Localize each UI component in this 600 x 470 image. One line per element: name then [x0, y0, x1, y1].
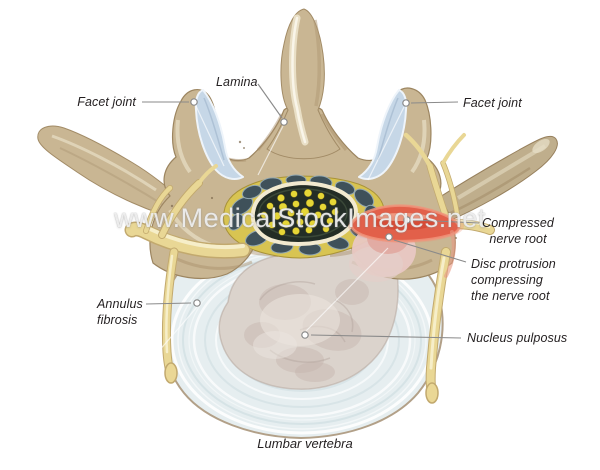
- spinal-nerves: [124, 132, 495, 404]
- label-compressed-nerve-root: Compressed nerve root: [482, 216, 554, 246]
- compressed-nerve-root-shape: [348, 204, 464, 278]
- facet-cartilage-left: [194, 89, 244, 180]
- leader-lines: [142, 83, 480, 353]
- label-facet-joint-right: Facet joint: [463, 96, 522, 110]
- facet-cartilage: [194, 89, 408, 180]
- label-nucleus-pulposus: Nucleus pulposus: [467, 331, 568, 345]
- label-lamina: Lamina: [216, 75, 258, 89]
- label-annulus-fibrosis: Annulus fibrosis: [97, 297, 143, 327]
- facet-cartilage-right: [358, 89, 408, 180]
- cauda-equina-rootlets: [260, 188, 339, 236]
- caption-lumbar-vertebra: Lumbar vertebra: [257, 436, 353, 451]
- spinal-canal: [223, 174, 385, 259]
- label-facet-joint-left: Facet joint: [77, 95, 136, 109]
- leader-dots: [190, 98, 411, 339]
- label-disc-protrusion: Disc protrusion compressing the nerve ro…: [471, 257, 556, 303]
